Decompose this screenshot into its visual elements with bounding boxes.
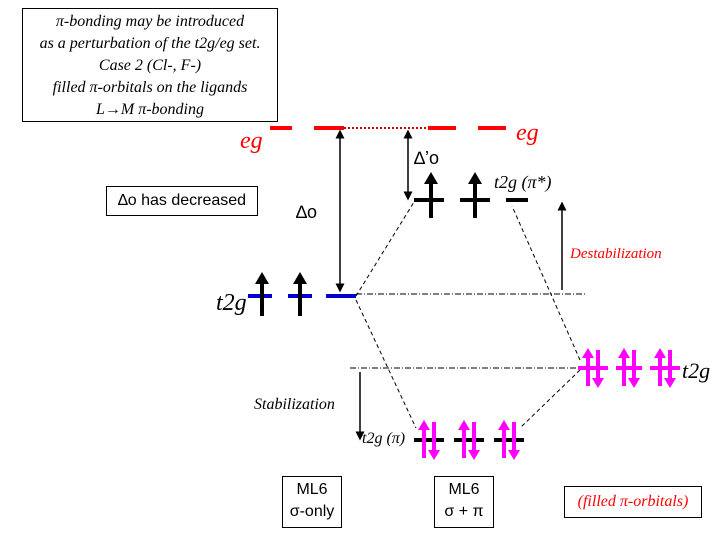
stabilization-label: Stabilization: [254, 396, 335, 413]
destabilization-label: Destabilization: [570, 246, 662, 262]
title-line-5: L→M π-bonding: [95, 101, 204, 118]
ml6-sigma-only-box: ML6 σ-only: [282, 476, 342, 528]
delta-decreased-box: ∆o has decreased: [106, 186, 258, 216]
correlation-t2g-to-pi: [355, 299, 417, 429]
ml6-sigma-pi-line2: σ + π: [444, 503, 484, 520]
correlation-t2g-to-pistar: [355, 201, 415, 297]
title-line-4: filled π-orbitals on the ligands: [52, 79, 248, 96]
ml6-sigma-pi-box: ML6 σ + π: [434, 476, 494, 528]
title-line-1: π-bonding may be introduced: [55, 13, 245, 30]
t2g-pi-label: t2g (π): [362, 430, 406, 447]
filled-pi-orbitals-box: (filled π-orbitals): [564, 486, 702, 518]
eg-left-label: eg: [240, 128, 263, 154]
ml6-sigma-only-line2: σ-only: [289, 503, 335, 520]
title-line-3: Case 2 (Cl-, F-): [98, 57, 202, 74]
delta-decreased-label: ∆o has decreased: [117, 192, 247, 209]
ml6-sigma-pi-line1: ML6: [448, 481, 480, 498]
title-line-2: as a perturbation of the t2g/eg set.: [39, 35, 261, 52]
t2g-left-label: t2g: [216, 290, 247, 316]
eg-right-label: eg: [516, 120, 539, 146]
t2g-pi-star-label: t2g (π*): [494, 172, 552, 192]
filled-pi-orbitals-label: (filled π-orbitals): [577, 493, 689, 510]
correlation-ligand-to-pistar: [511, 205, 581, 361]
delta-prime-o-label: ∆’o: [414, 148, 440, 168]
ml6-sigma-only-line1: ML6: [296, 481, 328, 498]
t2g-pi-electron-pairs: [418, 420, 520, 460]
title-box: π-bonding may be introduced as a perturb…: [22, 8, 278, 122]
t2g-right-label: t2g: [682, 358, 711, 383]
ligand-electron-pairs: [582, 348, 676, 388]
delta-o-label: ∆o: [296, 202, 318, 222]
correlation-ligand-to-pi: [519, 369, 581, 429]
